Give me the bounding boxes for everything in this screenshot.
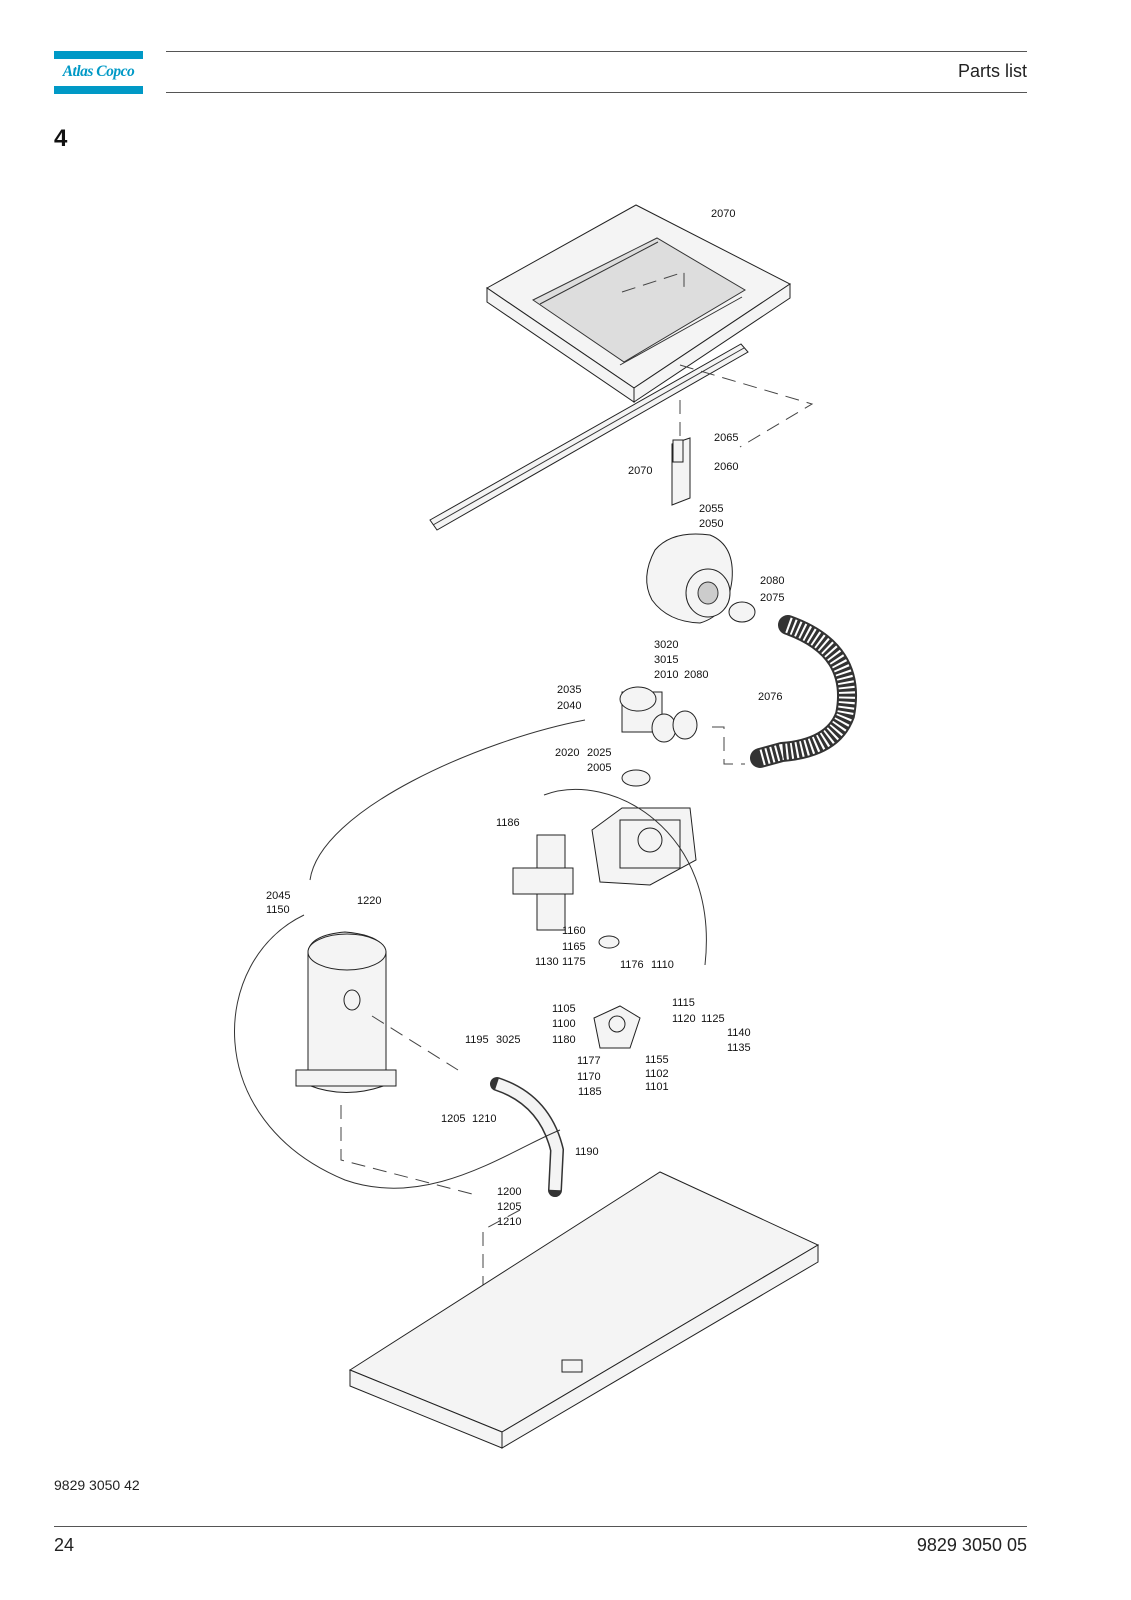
callout-label: 1110 — [651, 959, 674, 971]
callout-label: 2080 — [684, 669, 708, 681]
callout-label: 1105 — [552, 1003, 576, 1015]
header-rule-bottom — [166, 92, 1027, 93]
footer-rule — [54, 1526, 1027, 1527]
callout-label: 2075 — [760, 592, 784, 604]
callout-label: 2045 — [266, 890, 290, 902]
header-rule-top — [166, 51, 1027, 52]
callout-label: 2020 — [555, 747, 579, 759]
callout-label: 1210 — [472, 1113, 496, 1125]
callout-label: 2005 — [587, 762, 611, 774]
flexible-hose-drawing — [750, 615, 858, 768]
callout-label: 1120 — [672, 1013, 696, 1025]
section-number: 4 — [54, 125, 68, 152]
callout-label: 1102 — [645, 1068, 669, 1080]
callout-label: 1180 — [552, 1034, 576, 1046]
callout-label: 1185 — [578, 1086, 602, 1098]
air-filter-drawing — [646, 533, 756, 624]
callout-label: 1150 — [266, 904, 290, 916]
callout-label: 1210 — [497, 1216, 521, 1228]
callout-label: 1160 — [562, 925, 586, 937]
page-header-title: Parts list — [957, 61, 1027, 81]
callout-labels: 2070 2065 2060 2070 2055 2050 2080 2075 … — [266, 208, 784, 1228]
footer-document-number: 9829 3050 05 — [916, 1535, 1027, 1555]
callout-label: 2070 — [711, 208, 735, 220]
callout-label: 1186 — [496, 817, 520, 829]
callout-label: 1176 — [620, 959, 644, 971]
callout-label: 1135 — [727, 1042, 751, 1054]
compressor-element-drawing — [591, 807, 697, 886]
callout-label: 2035 — [557, 684, 581, 696]
callout-label: 2050 — [699, 518, 723, 530]
callout-label: 1190 — [575, 1146, 599, 1158]
callout-label: 2040 — [557, 700, 581, 712]
callout-label: 1125 — [701, 1013, 725, 1025]
callout-label: 1170 — [577, 1071, 601, 1083]
separator-vessel-drawing — [295, 931, 397, 1093]
callout-label: 1177 — [577, 1055, 601, 1067]
callout-label: 1220 — [357, 895, 381, 907]
callout-label: 1175 — [562, 956, 586, 968]
callout-label: 2025 — [587, 747, 611, 759]
thermostatic-valve-drawing — [593, 935, 641, 1049]
callout-label: 1155 — [645, 1054, 669, 1066]
callout-label: 1200 — [497, 1186, 521, 1198]
callout-label: 1205 — [441, 1113, 465, 1125]
atlas-copco-logo: Atlas Copco — [54, 51, 143, 94]
callout-label: 1115 — [672, 997, 695, 1009]
document-reference: 9829 3050 42 — [54, 1477, 140, 1493]
callout-label: 2070 — [628, 465, 652, 477]
callout-label: 2055 — [699, 503, 723, 515]
callout-label: 2010 — [654, 669, 678, 681]
logo-text: Atlas Copco — [62, 63, 135, 80]
oil-filter-drawing — [512, 834, 574, 931]
callout-label: 2065 — [714, 432, 738, 444]
callout-label: 1165 — [562, 941, 586, 953]
callout-label: 1140 — [727, 1027, 751, 1039]
bracket-drawing — [671, 437, 691, 506]
callout-label: 1195 — [465, 1034, 489, 1046]
callout-label: 2060 — [714, 461, 738, 473]
callout-label: 1101 — [645, 1081, 669, 1093]
callout-label: 1100 — [552, 1018, 576, 1030]
callout-label: 3020 — [654, 639, 678, 651]
inlet-valve-drawing — [619, 686, 698, 787]
callout-label: 1205 — [497, 1201, 521, 1213]
callout-label: 2080 — [760, 575, 784, 587]
rail-drawing — [429, 343, 749, 531]
callout-label: 3015 — [654, 654, 678, 666]
base-frame-drawing — [348, 1171, 820, 1449]
top-canopy-drawing — [486, 204, 791, 403]
logo-bar-bottom — [54, 86, 143, 94]
logo-bar-top — [54, 51, 143, 59]
callout-label: 1130 — [535, 956, 559, 968]
page-number: 24 — [54, 1535, 75, 1555]
callout-label: 2076 — [758, 691, 782, 703]
callout-label: 3025 — [496, 1034, 520, 1046]
